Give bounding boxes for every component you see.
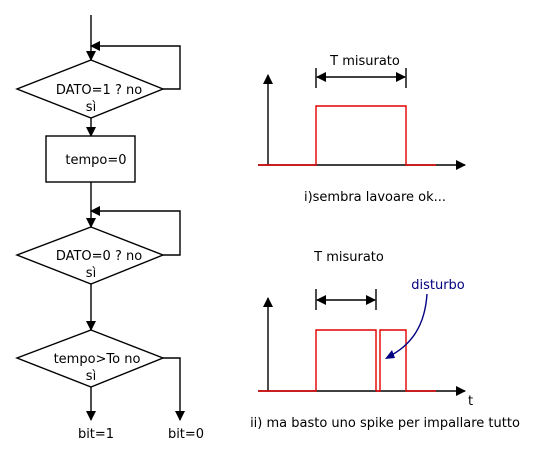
decision1-label: DATO=1 ? no <box>56 83 142 98</box>
flowchart <box>15 15 185 421</box>
noise-label: disturbo <box>411 278 465 293</box>
noise-pointer-arrow <box>387 293 428 358</box>
bottom-axis-t-label: t <box>468 394 473 409</box>
bottom-caption: ii) ma basto uno spike per impallare tut… <box>250 416 520 431</box>
bottom-measure-label: T misurato <box>313 250 384 265</box>
flow-line-no <box>163 357 185 421</box>
loop2-line <box>90 206 181 256</box>
noise-pointer-arrowhead <box>385 350 395 359</box>
timing-bottom: T misurato disturbo t ii) ma basto uno s… <box>250 250 520 431</box>
top-signal-pulse <box>258 105 436 166</box>
decision2-yes-label: sì <box>86 266 96 281</box>
decision3-label: tempo>To no <box>54 352 141 367</box>
output-bit1-label: bit=1 <box>78 427 114 442</box>
decision2-label: DATO=0 ? no <box>56 249 142 264</box>
decision3-yes-label: sì <box>86 369 96 384</box>
process1-label: tempo=0 <box>65 153 126 168</box>
top-caption: i)sembra lavoare ok... <box>304 190 446 205</box>
decision1-yes-label: sì <box>86 100 96 115</box>
process1-box <box>45 135 136 183</box>
bottom-signal-pulse <box>258 329 377 392</box>
timing-top: T misurato i)sembra lavoare ok... <box>258 54 466 205</box>
top-measure-label: T misurato <box>329 54 400 69</box>
flowchart-labels: DATO=1 ? no sì tempo=0 DATO=0 ? no sì te… <box>54 83 205 442</box>
bottom-noise-spike <box>376 329 436 392</box>
output-bit0-label: bit=0 <box>168 427 204 442</box>
loop1-line <box>90 41 181 90</box>
